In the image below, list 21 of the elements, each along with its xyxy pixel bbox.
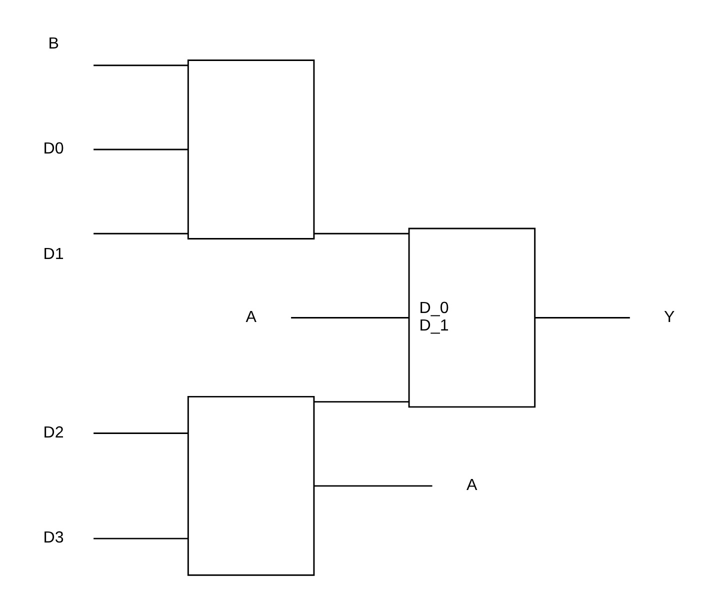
connector — [94, 538, 188, 540]
node-text: A — [246, 308, 256, 326]
node-text: D0 — [43, 140, 64, 158]
connector — [94, 432, 188, 434]
node-box — [187, 60, 315, 240]
connector — [534, 316, 630, 318]
connector — [94, 64, 188, 66]
node-text: D1 — [43, 244, 64, 263]
node-text: B — [48, 34, 59, 52]
node-text: Y — [664, 308, 675, 326]
node-text: A — [466, 476, 478, 494]
node-box: D_0 D_1 — [408, 228, 536, 408]
connector — [94, 148, 188, 150]
connector — [291, 316, 409, 318]
connector — [94, 232, 188, 234]
connector — [314, 232, 409, 234]
connector — [314, 401, 409, 403]
connector — [314, 485, 432, 487]
node-text: D3 — [43, 528, 64, 547]
node-text: D2 — [43, 423, 64, 442]
node-box — [187, 396, 315, 576]
